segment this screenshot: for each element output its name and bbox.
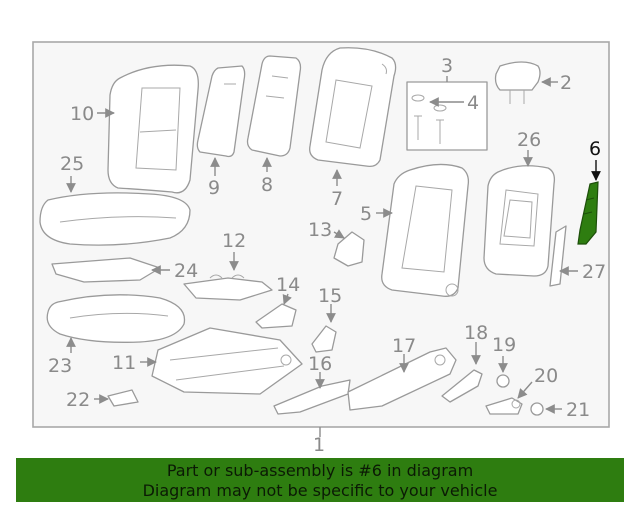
callout-7: 7 (331, 188, 343, 210)
callout-15: 15 (318, 285, 342, 307)
part-19-knob (496, 374, 510, 388)
callout-21: 21 (566, 399, 590, 421)
callout-27: 27 (582, 261, 606, 283)
parts-diagram: 1 10 9 8 7 3 4 2 (32, 41, 610, 456)
part-6-highlighted[interactable] (577, 181, 599, 245)
part-20-lever (485, 397, 523, 415)
callout-19: 19 (492, 334, 516, 356)
callout-14: 14 (276, 274, 300, 296)
callout-26: 26 (517, 129, 541, 151)
part-27-side-strip (549, 225, 567, 287)
part-17-outer-shield (347, 347, 457, 411)
part-9-pad (196, 65, 246, 158)
callout-8: 8 (261, 174, 273, 196)
callout-4: 4 (467, 92, 479, 114)
part-12-springs (183, 274, 273, 301)
part-10-seatback-cover (107, 64, 199, 194)
callout-18: 18 (464, 322, 488, 344)
part-2-headrest (494, 61, 541, 104)
part-15-bracket (311, 325, 337, 353)
part-11-seat-adjuster (151, 327, 303, 395)
callout-9: 9 (208, 177, 220, 199)
leader-20 (517, 381, 533, 399)
part-13-bracket (333, 231, 365, 267)
part-23-cushion-pad (46, 294, 186, 343)
part-8-panel (246, 55, 302, 157)
leader-13 (333, 229, 345, 239)
callout-20: 20 (534, 365, 558, 387)
callout-24: 24 (174, 260, 198, 282)
part-25-cushion-cover (39, 192, 191, 246)
part-3-hardware-kit (406, 81, 488, 151)
banner-line-2: Diagram may not be specific to your vehi… (142, 481, 498, 500)
part-18-handle (441, 369, 483, 403)
callout-3: 3 (441, 55, 453, 77)
callout-16: 16 (308, 353, 332, 375)
callout-12: 12 (222, 230, 246, 252)
part-22-cap (107, 389, 139, 407)
leader-14 (282, 293, 292, 305)
callout-6: 6 (589, 138, 601, 160)
callout-13: 13 (308, 219, 332, 241)
banner-line-1: Part or sub-assembly is #6 in diagram (166, 461, 474, 480)
callout-10: 10 (70, 103, 94, 125)
part-24-pad (51, 257, 161, 283)
part-26-back-frame (483, 165, 556, 277)
callout-22: 22 (66, 389, 90, 411)
part-5-front-frame (381, 163, 470, 297)
notice-banner: Part or sub-assembly is #6 in diagram Di… (16, 458, 624, 502)
callout-25: 25 (60, 153, 84, 175)
part-7-rear-panel (309, 47, 397, 168)
part-14-bracket (255, 303, 297, 329)
callout-1: 1 (313, 434, 325, 456)
part-21-clip (530, 402, 544, 416)
callout-2: 2 (560, 72, 572, 94)
callout-11: 11 (112, 352, 136, 374)
callout-23: 23 (48, 355, 72, 377)
callout-17: 17 (392, 335, 416, 357)
callout-5: 5 (360, 203, 372, 225)
